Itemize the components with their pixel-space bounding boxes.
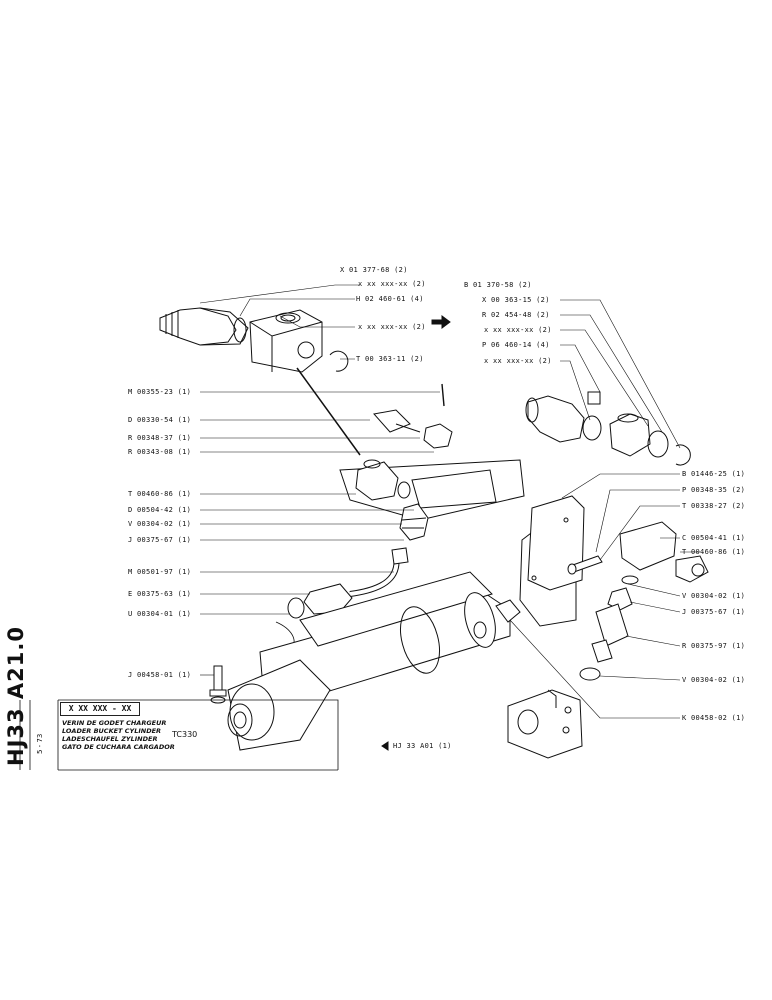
label-right-0[interactable]: B 01446-25 (1) — [682, 470, 746, 478]
title-fr: VERIN DE GODET CHARGEUR — [62, 719, 167, 727]
label-top-right-2[interactable]: R 02 454-48 (2) — [482, 311, 550, 319]
seal-ring-top-right — [582, 415, 602, 441]
part-number: X XX XXX - XX — [60, 702, 140, 716]
adapter-fitting-top-left — [159, 307, 249, 346]
label-top-right-1[interactable]: X 00 363-15 (2) — [482, 296, 550, 304]
adapter-fitting-top-right — [525, 395, 585, 443]
tee-fitting-mid — [355, 459, 399, 501]
label-top-right-4[interactable]: P 06 460-14 (4) — [482, 341, 550, 349]
label-top-left-2[interactable]: H 02 460-61 (4) — [356, 295, 424, 303]
circlip-top-right — [675, 444, 691, 466]
bolt — [373, 409, 421, 433]
split-pin — [441, 383, 445, 407]
bracket-plate-right — [519, 495, 585, 627]
title-de: LADESCHAUFEL ZYLINDER — [62, 735, 158, 743]
label-left-2[interactable]: R 00348-37 (1) — [128, 434, 192, 442]
circlip-top-left — [329, 350, 349, 372]
adapter-mid — [399, 503, 429, 541]
o-ring-top-right — [647, 430, 669, 458]
label-left-1[interactable]: D 00330-54 (1) — [128, 416, 192, 424]
hose — [349, 547, 409, 597]
adapter-right — [607, 587, 633, 611]
label-left-9[interactable]: E 00375-63 (1) — [128, 590, 192, 598]
label-top-left-4[interactable]: T 00 363-11 (2) — [356, 355, 424, 363]
label-right-6[interactable]: J 00375-67 (1) — [682, 608, 746, 616]
document-date: 5 - 73 — [36, 733, 44, 754]
reference-arrow-icon — [381, 741, 389, 751]
label-right-8[interactable]: V 00304-02 (1) — [682, 676, 746, 684]
label-top-right-5[interactable]: x xx xxx-xx (2) — [484, 357, 552, 365]
plug-icon-top-right — [587, 391, 601, 405]
hydraulic-cylinder — [227, 571, 511, 751]
hose-coupling-right — [591, 603, 629, 663]
o-ring-mid — [397, 481, 411, 499]
label-left-3[interactable]: R 00343-08 (1) — [128, 448, 192, 456]
cylinder-mount-lower-right — [507, 689, 583, 759]
title-block: X XX XXX - XX VERIN DE GODET CHARGEUR LO… — [60, 702, 338, 762]
label-right-9[interactable]: K 00458-02 (1) — [682, 714, 746, 722]
seal-lower — [287, 597, 305, 619]
title-es: GATO DE CUCHARA CARGADOR — [62, 743, 175, 751]
label-left-11[interactable]: J 00458-01 (1) — [128, 671, 192, 679]
label-top-left-0[interactable]: X 01 377-68 (2) — [340, 266, 408, 274]
pin-right — [567, 555, 603, 575]
label-left-8[interactable]: M 00501-97 (1) — [128, 568, 192, 576]
arrow-icon — [431, 315, 451, 329]
label-right-5[interactable]: V 00304-02 (1) — [682, 592, 746, 600]
title-en: LOADER BUCKET CYLINDER — [62, 727, 162, 735]
label-right-7[interactable]: R 00375-97 (1) — [682, 642, 746, 650]
label-left-7[interactable]: J 00375-67 (1) — [128, 536, 192, 544]
title-block-frame — [19, 699, 339, 771]
document-code: HJ33 A21.0 — [4, 626, 28, 766]
label-right-4[interactable]: T 00460-86 (1) — [682, 548, 746, 556]
washer-right-lower — [579, 667, 601, 681]
label-left-10[interactable]: U 00304-01 (1) — [128, 610, 192, 618]
label-top-right-3[interactable]: x xx xxx-xx (2) — [484, 326, 552, 334]
washer-right — [621, 575, 639, 585]
machine-model: TC330 — [172, 730, 198, 739]
label-right-1[interactable]: P 00348-35 (2) — [682, 486, 746, 494]
label-top-left-1[interactable]: x xx xxx-xx (2) — [358, 280, 426, 288]
label-left-6[interactable]: V 00304-02 (1) — [128, 520, 192, 528]
tee-block-right — [619, 521, 709, 583]
label-left-0[interactable]: M 00355-23 (1) — [128, 388, 192, 396]
castle-nut — [423, 423, 453, 449]
cylinder-elbow — [495, 599, 521, 623]
label-top-left-3[interactable]: x xx xxx-xx (2) — [358, 323, 426, 331]
label-left-4[interactable]: T 00460-86 (1) — [128, 490, 192, 498]
label-top-right-0[interactable]: B 01 370-58 (2) — [464, 281, 532, 289]
label-left-5[interactable]: D 00504-42 (1) — [128, 506, 192, 514]
grease-nipple — [209, 665, 227, 704]
tee-block-top-right — [609, 413, 651, 457]
tee-block-top-left — [249, 309, 323, 373]
label-right-3[interactable]: C 00504-41 (1) — [682, 534, 746, 542]
label-right-2[interactable]: T 00338-27 (2) — [682, 502, 746, 510]
reference-label: HJ 33 A01 (1) — [393, 742, 452, 750]
o-ring-top-left — [233, 317, 247, 343]
